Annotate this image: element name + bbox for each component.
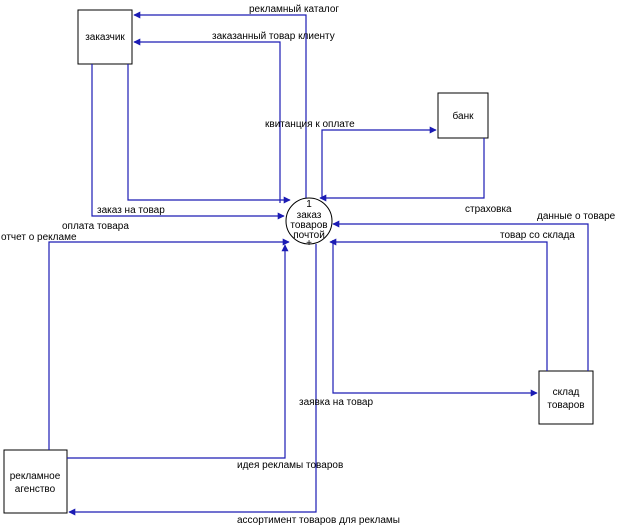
flow-ad-report-label: отчет о рекламе — [1, 232, 77, 243]
bank-label: банк — [453, 110, 475, 122]
flow-ad-idea-label: идея рекламы товаров — [237, 460, 343, 471]
flow-goods-request-line[interactable] — [332, 240, 538, 397]
flow-payment-receipt-label: квитанция к оплате — [265, 119, 355, 130]
flow-payment-receipt-line[interactable] — [321, 126, 437, 198]
process-node[interactable]: 1 заказ товаров почтой + — [285, 197, 333, 249]
flow-ad-assortment-label: ассортимент товаров для рекламы — [237, 515, 400, 526]
agency-label-line1: рекламное — [10, 471, 61, 482]
flow-ordered-goods-line[interactable] — [133, 38, 281, 203]
customer-entity[interactable]: заказчик — [77, 9, 133, 65]
agency-box[interactable] — [3, 449, 68, 514]
flow-goods-request-label: заявка на товар — [299, 397, 373, 408]
process-circle[interactable] — [285, 197, 333, 245]
flow-labels: рекламный каталог заказанный товар клиен… — [1, 4, 616, 526]
flow-insurance-line[interactable] — [319, 138, 485, 202]
warehouse-entity[interactable]: склад товаров — [538, 370, 594, 425]
bank-box[interactable] — [437, 92, 489, 139]
flow-customer-to-process-line[interactable] — [127, 64, 291, 204]
flow-ad-report-line[interactable] — [48, 238, 290, 450]
warehouse-label-line2: товаров — [547, 400, 584, 411]
bank-entity[interactable]: банк — [437, 92, 489, 139]
process-marker: + — [306, 238, 312, 249]
flow-order-goods-label: заказ на товар — [97, 205, 165, 216]
agency-entity[interactable]: рекламное агенство — [3, 449, 68, 514]
flow-catalog-label: рекламный каталог — [249, 4, 339, 15]
process-label-line2: товаров — [290, 220, 327, 231]
flow-goods-data-line[interactable] — [332, 220, 589, 371]
warehouse-box[interactable] — [538, 370, 594, 425]
customer-label: заказчик — [85, 32, 125, 43]
flow-catalog-line[interactable] — [133, 11, 307, 198]
warehouse-label-line1: склад — [553, 387, 580, 398]
flow-payment-label: оплата товара — [62, 221, 129, 232]
flow-lines — [48, 11, 589, 516]
process-label-line1: заказ — [297, 210, 322, 221]
agency-label-line2: агенство — [15, 484, 56, 495]
process-label-line3: почтой — [293, 230, 325, 241]
flow-stock-goods-label: товар со склада — [500, 230, 575, 241]
flow-stock-goods-line[interactable] — [329, 238, 548, 371]
flow-ad-idea-line[interactable] — [67, 244, 289, 459]
flow-order-goods-line[interactable] — [91, 64, 285, 220]
customer-box[interactable] — [77, 9, 133, 65]
process-number: 1 — [306, 199, 312, 210]
flow-ad-assortment-line[interactable] — [68, 244, 317, 516]
flow-ordered-goods-label: заказанный товар клиенту — [212, 31, 335, 42]
flow-insurance-label: страховка — [465, 204, 512, 215]
flow-goods-data-label: данные о товаре — [537, 211, 616, 222]
